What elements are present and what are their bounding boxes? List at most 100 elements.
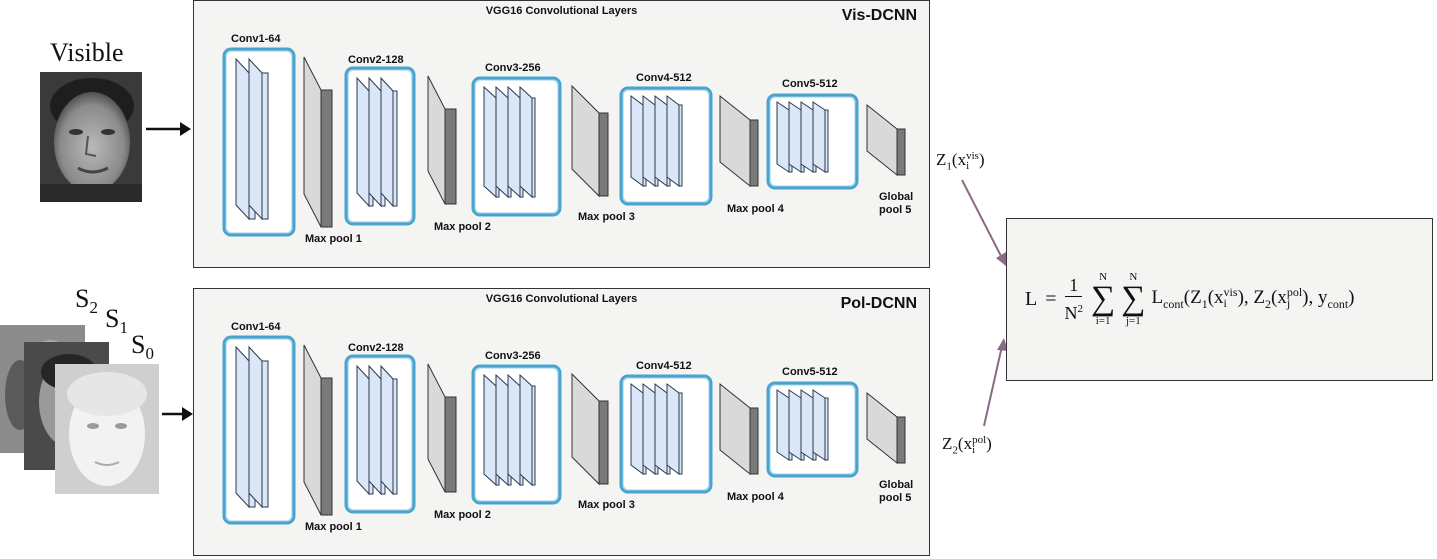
z2-to-loss-arrow (983, 345, 1003, 427)
pol-conv1-outline (222, 335, 296, 525)
z2-symbol: Z (942, 434, 953, 453)
loss-y: y (1318, 286, 1328, 308)
lcont-symbol: L (1151, 286, 1164, 308)
visible-face-image (40, 72, 142, 202)
vis-conv2-outline (344, 66, 416, 226)
z1-sub: 1 (946, 160, 952, 173)
loss-arrows (961, 179, 1008, 427)
loss-z1: Z (1190, 286, 1202, 308)
vis-conv3-outline (471, 76, 562, 217)
pol-pool5-side (866, 391, 898, 465)
loss-lhs: L (1025, 287, 1038, 310)
vis-pool2-side (427, 75, 446, 205)
loss-fraction: 1 N2 (1065, 274, 1084, 325)
pol-pool3-label: Max pool 3 (578, 499, 635, 511)
pol-conv5-slab-3 (800, 389, 814, 461)
loss-eq: = (1045, 287, 1057, 310)
s0-label: S0 (131, 332, 154, 367)
vis-pool3-label: Max pool 3 (578, 211, 635, 223)
pol-conv2-slab-2 (368, 364, 382, 496)
pol-pool3-face (598, 400, 609, 485)
vis-conv2-slab-1 (356, 76, 370, 208)
z1-x-sup: vis (966, 150, 979, 163)
vis-conv4-slab-face-4 (678, 104, 683, 187)
s1-label: S1 (105, 306, 128, 341)
vis-conv1-slab-2 (248, 57, 263, 221)
denominator-exp: 2 (1077, 302, 1084, 315)
pol-conv2-slab-3 (380, 364, 394, 496)
pol-conv1-slab-1 (235, 345, 250, 509)
vis-pool1-side (303, 56, 322, 228)
vis-conv4-slab-4 (666, 95, 680, 187)
sum-i: N ∑ i=1 (1091, 270, 1115, 327)
pol-conv2-slab-face-3 (392, 378, 398, 495)
pol-conv5-outline (766, 381, 859, 478)
pol-conv2-outline (344, 354, 416, 514)
lcont-sub: cont (1163, 296, 1184, 311)
sum-j: N ∑ j=1 (1121, 271, 1146, 327)
pol-pool5-face (896, 416, 906, 464)
s1-label-sub: 1 (119, 318, 128, 338)
z2-x-sup: pol (972, 434, 987, 447)
pol-pool2-face (444, 396, 457, 493)
vis-dcnn-panel: VGG16 Convolutional Layers Vis-DCNN Conv… (193, 0, 930, 268)
loss-x1-sup: vis (1223, 285, 1238, 300)
pol-input-arrow (160, 404, 194, 429)
s2-label-sub: 2 (89, 298, 98, 318)
sum-i-lower: i=1 (1095, 314, 1111, 327)
pol-conv4-slab-2 (642, 383, 656, 475)
pol-dcnn-panel: VGG16 Convolutional Layers Pol-DCNN Conv… (193, 288, 930, 556)
pol-pool4-side (719, 382, 751, 476)
pol-conv1-slab-2 (248, 345, 263, 509)
vis-conv5-slab-4 (812, 101, 826, 173)
vis-panel-title: VGG16 Convolutional Layers (485, 5, 638, 17)
pol-conv3-slab-4 (519, 373, 533, 487)
z2-x-sub: i (972, 444, 976, 457)
pol-conv4-slab-4 (666, 383, 680, 475)
vis-pool3-side (571, 84, 600, 198)
pol-pool3-side (571, 372, 600, 486)
sum-i-upper: N (1099, 270, 1108, 283)
vis-conv5-label: Conv5-512 (782, 78, 838, 90)
pol-conv5-slab-1 (776, 389, 790, 461)
loss-z2: Z (1253, 286, 1265, 308)
z1-arrowhead (996, 252, 1006, 266)
pol-pool5-label: Global pool 5 (879, 479, 914, 504)
pol-conv2-slab-1 (356, 364, 370, 496)
loss-z2-sub: 2 (1265, 296, 1271, 311)
pol-conv3-slab-3 (507, 373, 521, 487)
pol-conv3-outline (471, 364, 562, 505)
vis-pool2-face (444, 108, 457, 205)
vis-pool4-label: Max pool 4 (727, 203, 784, 215)
pol-panel-name: Pol-DCNN (840, 295, 917, 312)
pol-conv4-slab-face-4 (678, 392, 683, 475)
pol-conv1-slab-face-2 (261, 360, 269, 508)
vis-panel-name: Vis-DCNN (841, 7, 917, 24)
vis-conv1-slab-face-2 (261, 72, 269, 220)
pol-conv2-label: Conv2-128 (348, 342, 404, 354)
pol-conv5-slab-4 (812, 389, 826, 461)
vis-pool5-side (866, 103, 898, 177)
vis-network-graphic (222, 47, 906, 237)
pol-network-graphic (222, 335, 906, 525)
pol-panel-title: VGG16 Convolutional Layers (485, 293, 638, 305)
pol-conv5-slab-face-4 (824, 397, 829, 461)
pol-conv3-slab-face-4 (531, 385, 536, 486)
vis-conv1-slab-1 (235, 57, 250, 221)
vis-conv3-slab-2 (495, 85, 509, 199)
vis-conv2-slab-3 (380, 76, 394, 208)
vis-pool1-label: Max pool 1 (305, 233, 362, 245)
loss-x2-sub: j (1286, 296, 1291, 311)
pol-conv3-label: Conv3-256 (485, 350, 541, 362)
vis-conv1-outline (222, 47, 296, 237)
z2-x: x (963, 434, 973, 453)
pol-conv4-outline (619, 374, 713, 494)
pol-pool1-side (303, 344, 322, 516)
z1-x-sub: i (966, 160, 970, 173)
pol-pool1-label: Max pool 1 (305, 521, 362, 533)
loss-x2-sup: pol (1286, 285, 1303, 300)
vis-conv5-slab-1 (776, 101, 790, 173)
sum-j-sigma: ∑ (1121, 279, 1146, 317)
